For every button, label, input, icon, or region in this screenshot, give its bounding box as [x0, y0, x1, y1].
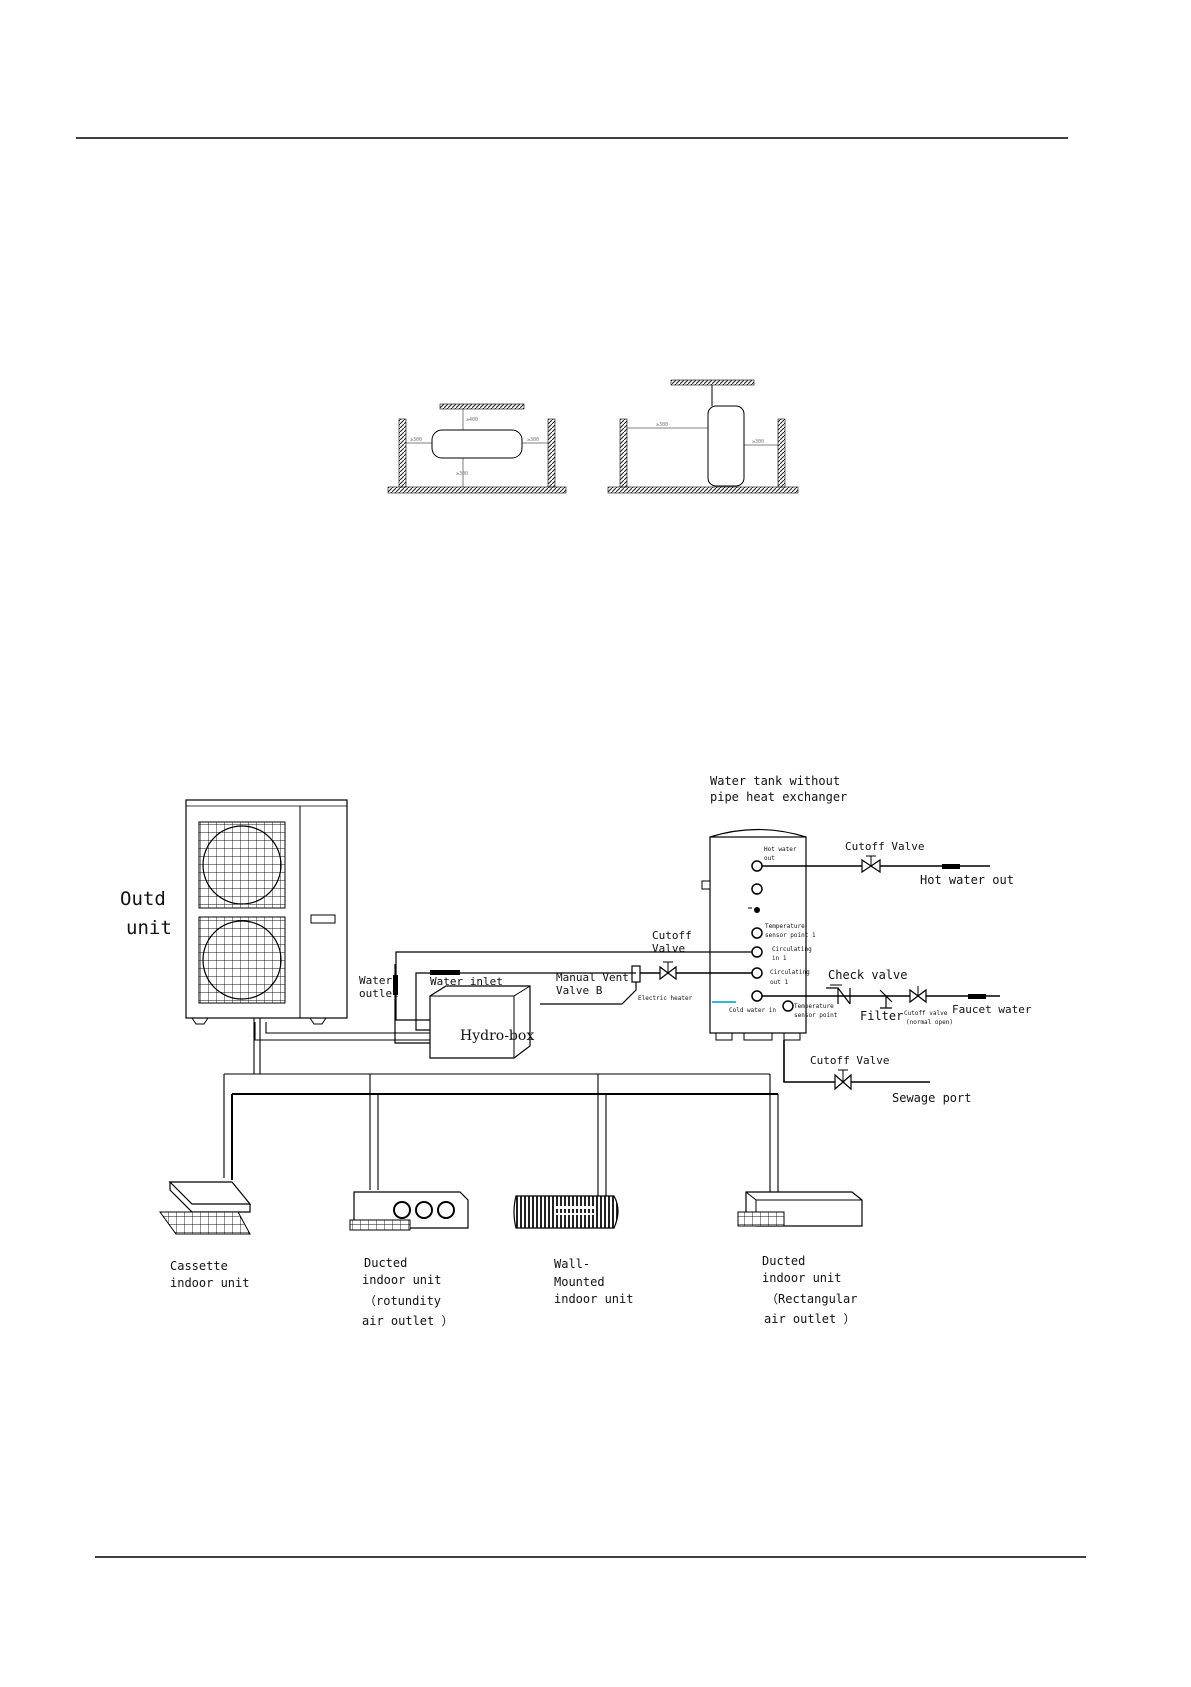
port-temp-sensor-1b: sensor point 1: [765, 932, 816, 939]
fan-grille-top: [198, 821, 286, 909]
faucet-tap-icon: [968, 994, 986, 999]
bottom-clearance-label: ≥300: [456, 471, 468, 477]
ceiling-hatch: [439, 403, 525, 410]
water-tank-title-1: Water tank without: [710, 774, 840, 788]
floor-hatch: [387, 486, 567, 494]
clearance-figure-vertical: ≥300 ≥300: [607, 379, 799, 494]
indoor-unit-4-label-4: air outlet ）: [764, 1312, 855, 1326]
water-outlet-label-1: Water: [359, 974, 392, 987]
indoor-unit-2-label-1: Ducted: [364, 1256, 407, 1270]
port-circulating-out-1: Circulating: [770, 969, 810, 976]
indoor-unit-2-label-2: indoor unit: [362, 1273, 441, 1287]
right-wall: [547, 418, 556, 488]
indoor-unit-1-label-2: indoor unit: [170, 1276, 249, 1290]
unit-handle: [310, 914, 336, 924]
outdoor-unit-label-2: unit: [126, 917, 172, 939]
indoor-unit-4-label-2: indoor unit: [762, 1271, 841, 1285]
indoor-unit-3-label-3: indoor unit: [554, 1292, 633, 1306]
sewage-port-label: Sewage port: [892, 1091, 971, 1105]
port-temp-sensor-2a: Temperature: [794, 1003, 834, 1010]
indoor-unit-2-label-3: （rotundity: [364, 1294, 441, 1308]
port-circulating-out-2: out 1: [770, 979, 788, 986]
tank-vertical: [707, 405, 745, 487]
water-tank: Water tank without pipe heat exchanger H…: [638, 774, 847, 1041]
indoor-piping: [223, 1018, 779, 1196]
cutoff-valve-normal-label-1: Cutoff valve: [904, 1010, 948, 1017]
anode-fitting: [701, 880, 711, 890]
ceiling-hatch: [670, 379, 755, 386]
cutoff-valve-circ-label-2: Valve: [652, 942, 685, 955]
hydro-box: Hydro-box: [254, 985, 534, 1059]
check-valve-label: Check valve: [828, 968, 907, 982]
manual-vent-valve-label-2: Valve B: [556, 984, 603, 997]
indoor-unit-3-label-2: Mounted: [554, 1275, 605, 1289]
port-hot-water-out-2: out: [764, 855, 775, 862]
top-clearance-label: ≥400: [466, 417, 478, 423]
check-valve-icon: [826, 987, 851, 1005]
cutoff-valve-circ-label-1: Cutoff: [652, 929, 692, 942]
indoor-unit-4-label-1: Ducted: [762, 1254, 805, 1268]
water-tank-title-2: pipe heat exchanger: [710, 790, 847, 804]
outdoor-unit-label-1: Outd: [120, 888, 166, 910]
hot-water-out-label: Hot water out: [920, 873, 1014, 887]
left-wall: [398, 418, 407, 488]
port-temp-sensor-1a: Temperature: [765, 923, 805, 930]
cutoff-valve-normal-label-2: (normal open): [906, 1019, 953, 1026]
side-clearance-label: ≥300: [656, 422, 668, 428]
port-temp-sensor-2b: sensor point: [794, 1012, 838, 1019]
port-circulating-in-2: in 1: [772, 955, 787, 962]
left-wall: [619, 418, 628, 488]
circulating-lines: Cutoff Valve Water outlet Water inlet Ma…: [359, 929, 752, 1044]
hydro-box-label: Hydro-box: [460, 1028, 534, 1044]
water-inlet-label: Water inlet: [430, 975, 503, 988]
hot-water-tap-icon: [942, 864, 960, 869]
tank-port-icons: [712, 860, 794, 1012]
faucet-water-label: Faucet water: [952, 1003, 1032, 1016]
port-circulating-in-1: Circulating: [772, 946, 812, 953]
sewage-line: Cutoff Valve Sewage port: [783, 1040, 971, 1105]
left-clearance-label: ≥300: [410, 437, 422, 443]
port-cold-water-in: Cold water in: [729, 1007, 776, 1014]
indoor-unit-4-label-3: （Rectangular: [766, 1292, 857, 1306]
outdoor-unit: Outd unit: [120, 799, 348, 1025]
manual-vent-valve-icon: [631, 965, 641, 983]
wall-mounted-indoor-unit: Wall- Mounted indoor unit: [513, 1195, 633, 1306]
indoor-unit-2-label-4: air outlet ）: [362, 1314, 453, 1328]
cutoff-valve-hot-label: Cutoff Valve: [845, 840, 924, 853]
manual-vent-valve-label-1: Manual Vent: [556, 971, 629, 984]
tank-horizontal: [431, 429, 523, 459]
right-clearance-label: ≥300: [752, 439, 764, 445]
water-inlet-fitting: [430, 970, 460, 975]
right-clearance-label: ≥300: [527, 437, 539, 443]
filter-label: Filter: [860, 1009, 903, 1023]
hot-water-out-line: Cutoff Valve Hot water out: [762, 840, 1014, 887]
cold-water-feed-line: Check valve Filter Cutoff valve (normal …: [762, 968, 1032, 1026]
water-outlet-label-2: outlet: [359, 987, 399, 1000]
indoor-unit-1-label-1: Cassette: [170, 1259, 228, 1273]
ducted-indoor-unit-rectangular: Ducted indoor unit （Rectangular air outl…: [737, 1191, 863, 1326]
filter-icon: [879, 989, 893, 1009]
port-hot-water-out-1: Hot water: [764, 846, 797, 853]
water-outlet-fitting: [393, 975, 398, 995]
right-wall: [777, 418, 786, 488]
indoor-unit-3-label-1: Wall-: [554, 1257, 590, 1271]
fan-grille-bottom: [198, 916, 286, 1004]
clearance-figure-horizontal: ≥400 ≥300 ≥300 ≥300: [387, 403, 567, 494]
cutoff-valve-sewage-label: Cutoff Valve: [810, 1054, 889, 1067]
ducted-indoor-unit-rotundity: Ducted indoor unit （rotundity air outlet…: [349, 1191, 469, 1328]
port-electric-heater: Electric heater: [638, 995, 693, 1002]
system-diagram: Outd unit Water tank without pipe heat e…: [120, 774, 1032, 1328]
cassette-indoor-unit: Cassette indoor unit: [159, 1181, 252, 1290]
floor-hatch: [607, 486, 799, 494]
